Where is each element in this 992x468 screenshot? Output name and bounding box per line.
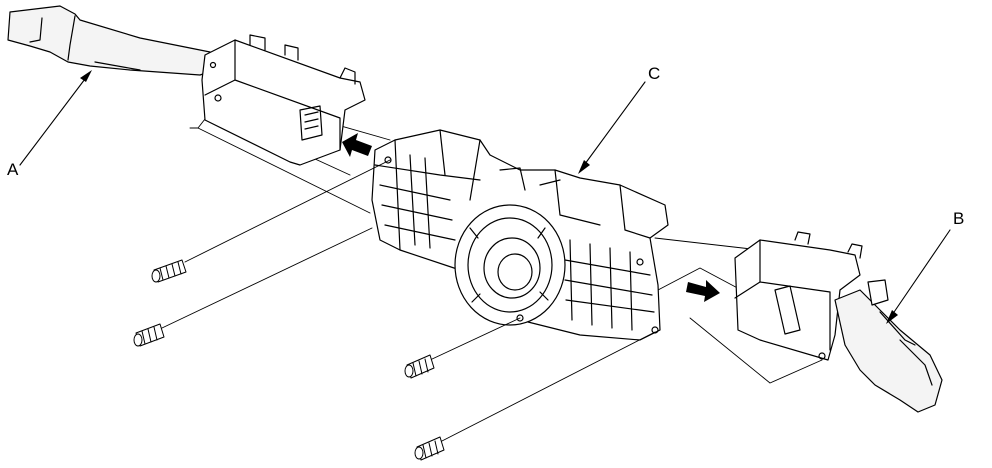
mounting-screws bbox=[133, 159, 656, 461]
left-assembly-arrow bbox=[342, 133, 372, 157]
callout-label-a: A bbox=[7, 160, 19, 179]
cable-reel-ring bbox=[454, 204, 566, 326]
callout-label-c: C bbox=[648, 64, 661, 83]
leader-b bbox=[889, 229, 951, 319]
callout-label-b: B bbox=[953, 209, 965, 228]
leader-c bbox=[581, 81, 646, 169]
switch-b-housing bbox=[734, 239, 861, 361]
lever-b-stalk bbox=[834, 289, 943, 413]
switch-a-housing bbox=[201, 39, 366, 166]
screw-3 bbox=[404, 317, 521, 379]
right-assembly-arrow bbox=[686, 280, 720, 302]
assembly-arrows bbox=[342, 133, 720, 302]
lever-a-stalk bbox=[7, 5, 216, 76]
screw-1 bbox=[151, 159, 391, 283]
lever-a-assembly bbox=[7, 5, 366, 166]
cable-reel-housing-c bbox=[371, 129, 669, 341]
screw-2 bbox=[133, 227, 373, 347]
screw-4 bbox=[414, 331, 656, 461]
leader-a bbox=[19, 74, 89, 166]
lever-b-assembly bbox=[734, 231, 943, 413]
callout-leaders bbox=[19, 70, 951, 324]
